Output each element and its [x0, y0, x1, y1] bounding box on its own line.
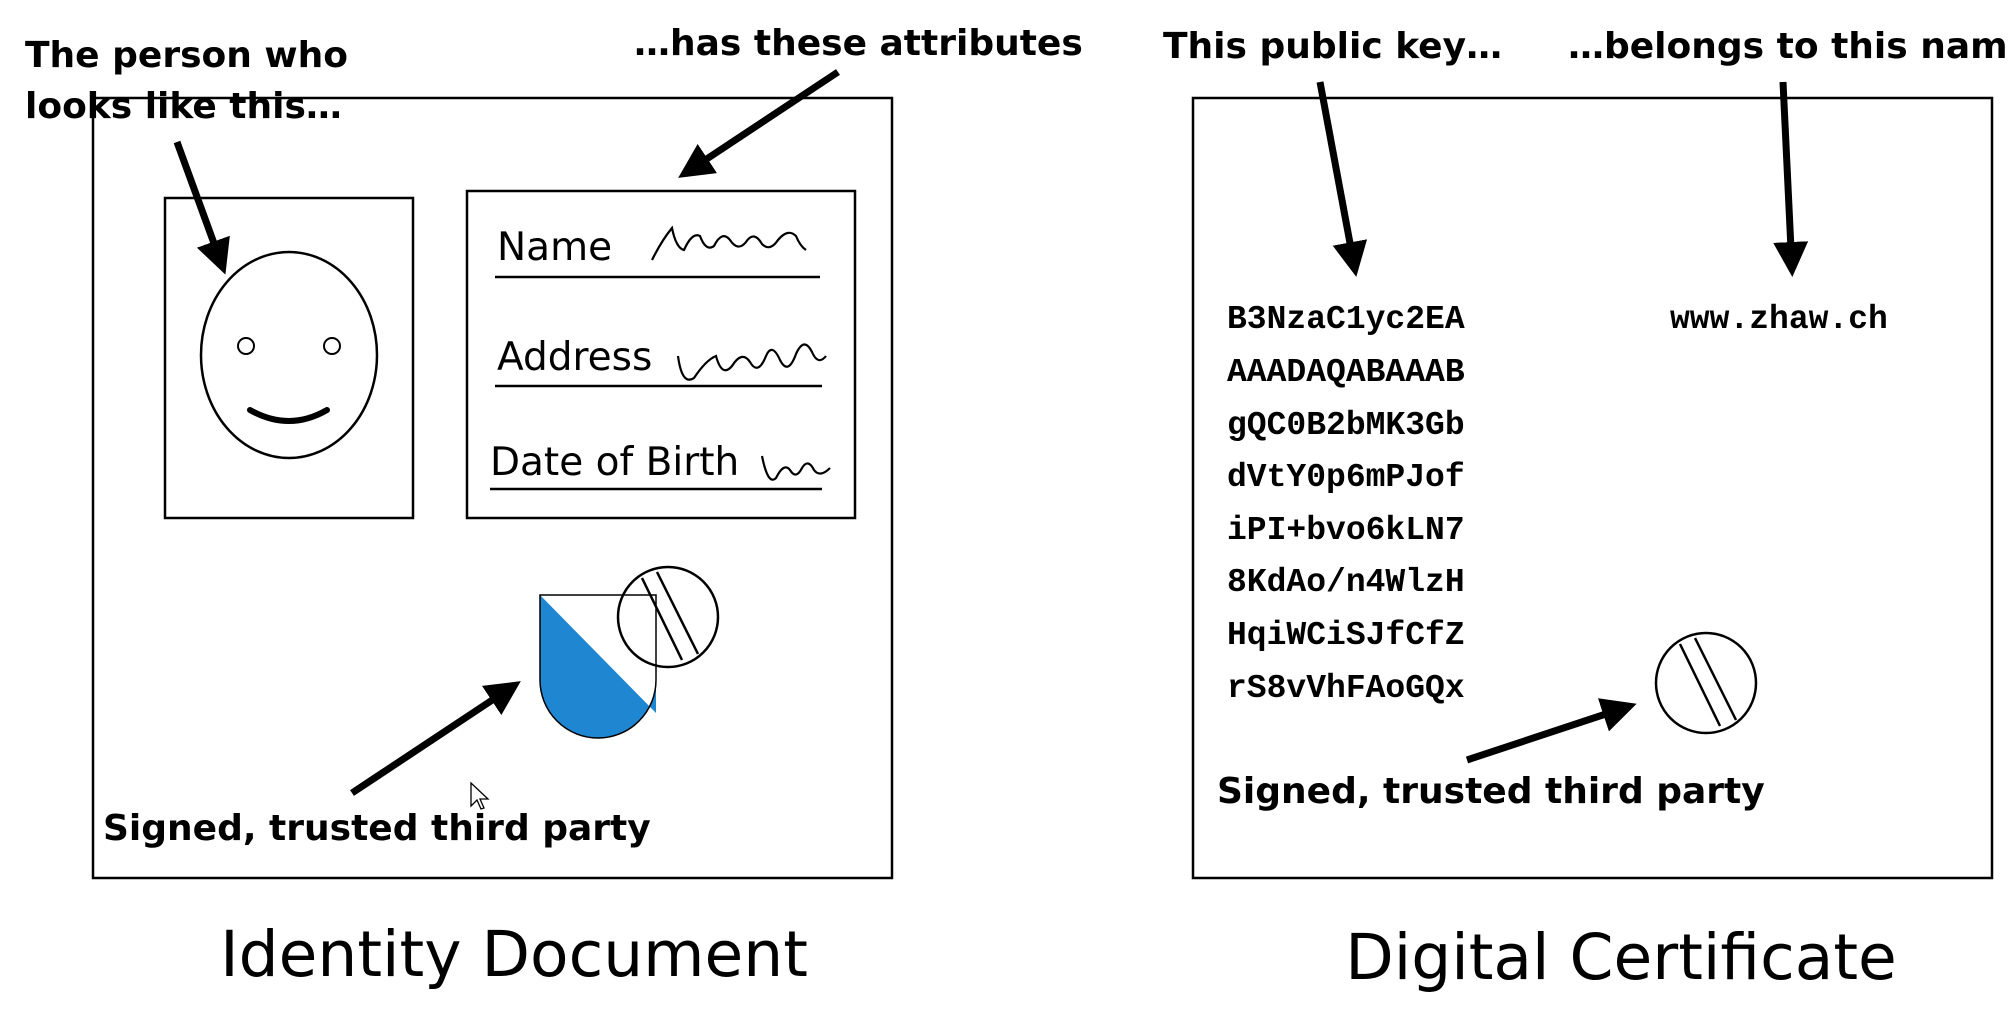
photo-box	[163, 196, 415, 520]
arrow-to-certificate-seal	[1465, 698, 1637, 764]
name-scribble	[651, 225, 807, 261]
key-line: AAADAQABAAAB	[1227, 354, 1465, 391]
face-icon	[199, 250, 379, 460]
arrow-to-domain-name	[1773, 81, 1809, 277]
field-date-of-birth-label: Date of Birth	[490, 440, 739, 485]
key-line: HqiWCiSJfCfZ	[1227, 617, 1465, 654]
arrow-to-face	[173, 140, 230, 275]
field-address-label: Address	[497, 335, 652, 380]
public-key-label: This public key…	[1163, 26, 1502, 67]
public-key-text: B3NzaC1yc2EA AAADAQABAAAB gQC0B2bMK3Gb d…	[1227, 301, 1465, 707]
digital-certificate-caption: Digital Certificate	[1345, 921, 1897, 994]
signed-label-identity: Signed, trusted third party	[103, 808, 651, 849]
key-line: dVtY0p6mPJof	[1227, 459, 1465, 496]
arrow-to-attributes	[678, 69, 840, 178]
key-line: rS8vVhFAoGQx	[1227, 670, 1465, 707]
identity-document-caption: Identity Document	[220, 918, 808, 991]
identity-document: Name Address Date of Birth The person wh…	[25, 23, 1083, 991]
key-line: gQC0B2bMK3Gb	[1227, 407, 1465, 444]
attributes-box	[465, 189, 857, 520]
belongs-to-name-label: …belongs to this name	[1568, 26, 2009, 67]
domain-name: www.zhaw.ch	[1670, 301, 1888, 338]
key-line: iPI+bvo6kLN7	[1227, 512, 1465, 549]
identity-document-frame	[91, 96, 894, 880]
key-line: 8KdAo/n4WlzH	[1227, 564, 1465, 601]
arrow-to-public-key	[1316, 81, 1368, 277]
address-scribble	[676, 343, 827, 381]
digital-certificate: This public key… …belongs to this name B…	[1163, 26, 2009, 994]
person-label-line-2: looks like this…	[25, 86, 342, 127]
person-label-line-1: The person who	[25, 35, 348, 76]
digital-certificate-frame	[1191, 96, 1994, 880]
key-line: B3NzaC1yc2EA	[1227, 301, 1465, 338]
arrow-to-seal	[350, 681, 521, 796]
stamp-icon	[616, 565, 720, 669]
attributes-label: …has these attributes	[634, 23, 1083, 64]
signed-label-certificate: Signed, trusted third party	[1217, 771, 1765, 812]
stamp-icon	[1654, 631, 1758, 735]
mouse-cursor-icon	[470, 781, 490, 810]
coat-of-arms-shield-icon	[539, 594, 657, 739]
dob-scribble	[760, 455, 831, 481]
field-name-label: Name	[497, 225, 612, 270]
